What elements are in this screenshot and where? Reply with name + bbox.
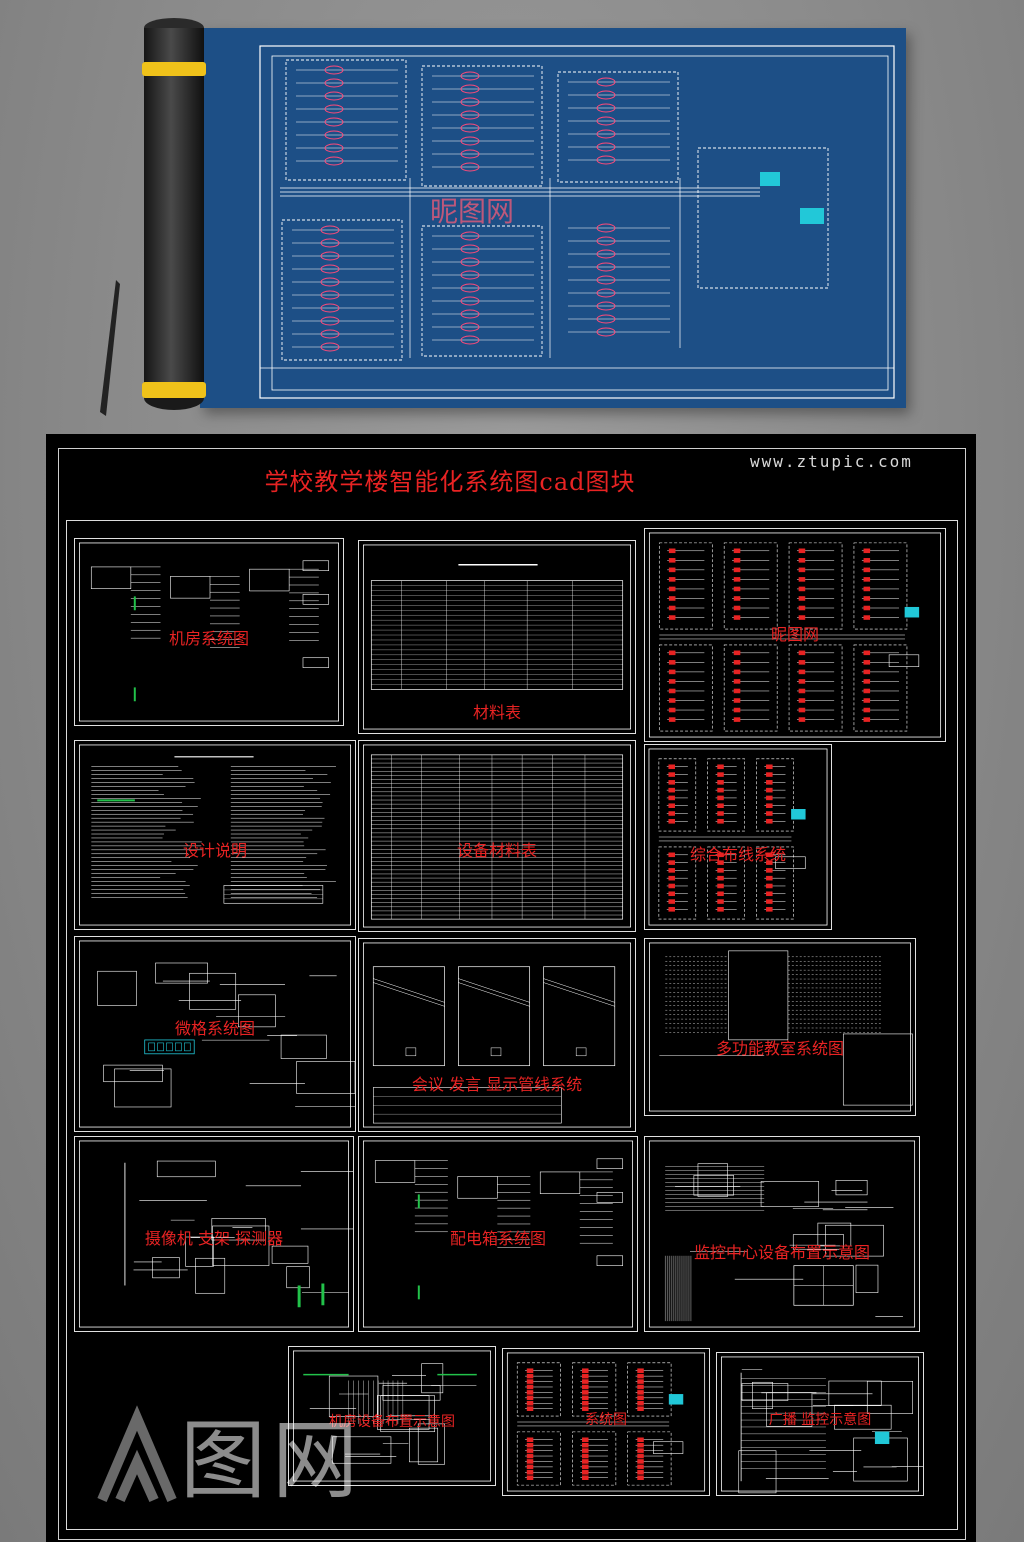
- blueprint-watermark: 昵图网: [430, 195, 515, 228]
- panel-camera-bracket: 摄像机 支架 探测器: [74, 1136, 354, 1332]
- panel-cabling-system: 综合布线系统: [644, 744, 832, 930]
- panel-conference-conduit: 会议 发言 显示管线系统: [358, 938, 636, 1132]
- panel-label: 摄像机 支架 探测器: [144, 1229, 284, 1248]
- paper-roll: [142, 18, 206, 410]
- panel-label: 系统图: [585, 1412, 627, 1428]
- panel-label: 多功能教室系统图: [715, 1039, 844, 1058]
- panel-material-table: 材料表: [358, 540, 636, 734]
- panel-label: 监控中心设备布置示意图: [693, 1243, 870, 1262]
- panel-drawing: [362, 942, 632, 1128]
- site-logo-icon: [97, 1405, 177, 1503]
- watermark-logo-text: 图网: [180, 1411, 364, 1511]
- panel-label: 设备材料表: [456, 841, 537, 860]
- blueprint-rows: [292, 65, 670, 352]
- panel-drawing: [79, 744, 351, 926]
- sheet-title: 学校教学楼智能化系统图cad图块: [264, 468, 636, 496]
- main-frame: [66, 520, 958, 1530]
- panel-drawing: [78, 1140, 353, 1328]
- panel-drawing: [362, 1140, 634, 1328]
- panel-machine-room-system: 机房系统图: [74, 538, 344, 726]
- panel-drawing: [720, 1356, 923, 1494]
- panel-equipment-table: 设备材料表: [358, 740, 636, 932]
- pen-icon: [100, 280, 120, 416]
- panel-broadcast-monitoring: 广播 监控示意图: [716, 1352, 924, 1496]
- panel-machine-room-layout: 机房设备布置示意图: [288, 1346, 496, 1486]
- panel-label: 综合布线系统: [689, 845, 786, 864]
- panel-drawing: [648, 748, 828, 926]
- panel-microteaching-system: 微格系统图: [74, 936, 356, 1132]
- panel-monitoring-center: 监控中心设备布置示意图: [644, 1136, 920, 1332]
- sheet-frame: [58, 448, 966, 1540]
- panel-network-system: 昵图网: [644, 528, 946, 742]
- panel-label: 广播 监控示意图: [768, 1412, 872, 1428]
- panel-drawing: [506, 1352, 706, 1492]
- panel-drawing: [78, 542, 340, 722]
- panel-label: 会议 发言 显示管线系统: [411, 1075, 583, 1094]
- panel-drawing: [79, 940, 355, 1128]
- panel-drawing: [648, 532, 942, 738]
- panel-drawing: [649, 942, 913, 1112]
- panel-distribution-box: 配电箱系统图: [358, 1136, 638, 1332]
- panel-drawing: [363, 744, 631, 928]
- panel-label: 机房系统图: [168, 629, 249, 648]
- blueprint-preview: [200, 28, 906, 408]
- panel-design-notes: 设计说明: [74, 740, 356, 930]
- panel-system-diagram: 系统图: [502, 1348, 710, 1496]
- panel-multimedia-classroom: 多功能教室系统图: [644, 938, 916, 1116]
- panel-drawing: [293, 1350, 491, 1482]
- panel-label: 材料表: [472, 703, 521, 722]
- panel-label: 昵图网: [770, 625, 819, 644]
- panel-label: 配电箱系统图: [449, 1229, 546, 1248]
- panel-label: 微格系统图: [174, 1019, 255, 1038]
- panel-drawing: [648, 1140, 916, 1328]
- panel-drawing: [362, 544, 632, 730]
- panel-label: 机房设备布置示意图: [329, 1414, 455, 1430]
- site-url: www.ztupic.com: [750, 452, 913, 471]
- blueprint-drawing: [259, 45, 895, 399]
- panel-label: 设计说明: [182, 841, 247, 860]
